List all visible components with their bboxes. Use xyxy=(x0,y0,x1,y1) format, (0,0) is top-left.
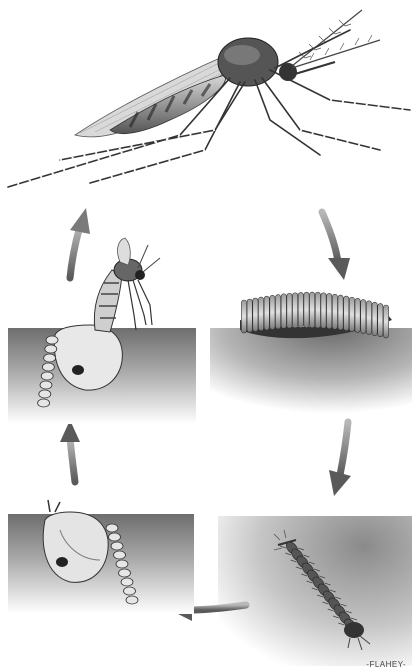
emerging-adult-panel xyxy=(8,238,196,424)
pupa-panel xyxy=(8,500,194,614)
arrow-emerging-to-adult xyxy=(70,208,90,278)
arrow-eggs-to-larva xyxy=(329,422,351,496)
egg-raft-panel xyxy=(210,292,412,423)
larva-panel xyxy=(218,516,412,666)
artist-signature: -FLAHEY- xyxy=(366,660,406,669)
egg-raft-icon xyxy=(240,292,392,338)
arrow-adult-to-eggs xyxy=(322,212,350,280)
arrow-pupa-to-emerging xyxy=(60,420,80,482)
mosquito-adult-icon xyxy=(8,10,410,187)
